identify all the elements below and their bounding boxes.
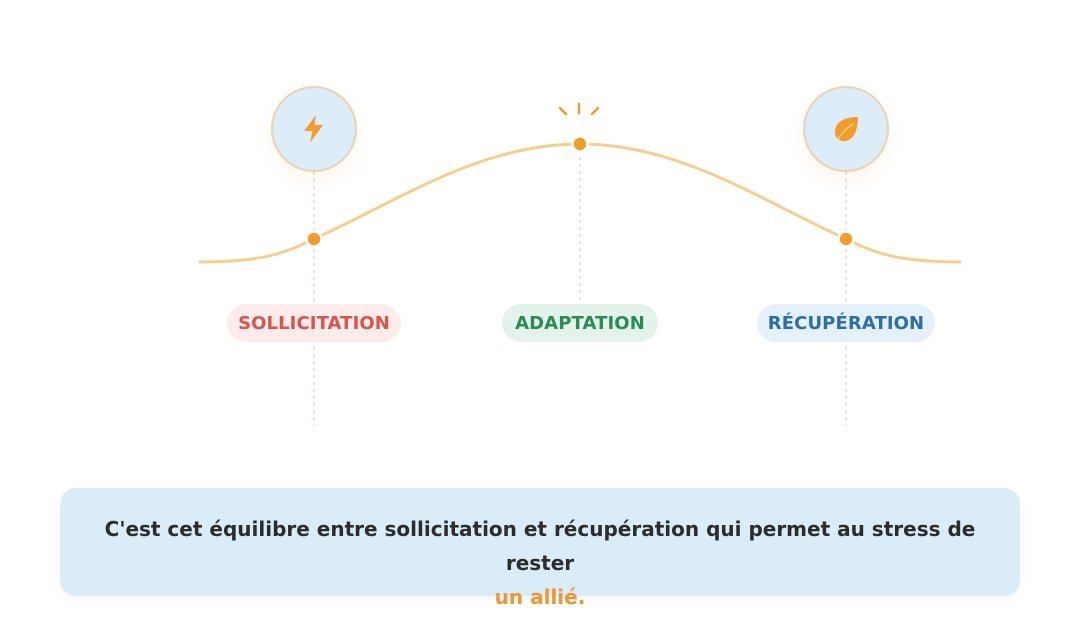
curve-svg [198, 102, 962, 425]
stress-curve-diagram: SOLLICITATION ADAPTATION RÉCUPÉRATION [198, 86, 962, 425]
point-recovery [837, 230, 855, 248]
leaf-icon [835, 117, 858, 142]
label-adaptation: ADAPTATION [502, 304, 658, 342]
sparkle-icon [558, 102, 600, 116]
point-adaptation [571, 135, 589, 153]
lightning-icon [304, 115, 323, 143]
message-card: C'est cet équilibre entre sollicitation … [60, 488, 1020, 609]
message-highlight: un allié. [494, 585, 586, 609]
solicitation-icon-circle [271, 86, 357, 172]
label-solicitation: SOLLICITATION [227, 304, 401, 342]
point-solicitation [305, 230, 323, 248]
message-text: C'est cet équilibre entre sollicitation … [104, 517, 976, 575]
label-recovery: RÉCUPÉRATION [757, 304, 935, 342]
recovery-icon-circle [803, 86, 889, 172]
